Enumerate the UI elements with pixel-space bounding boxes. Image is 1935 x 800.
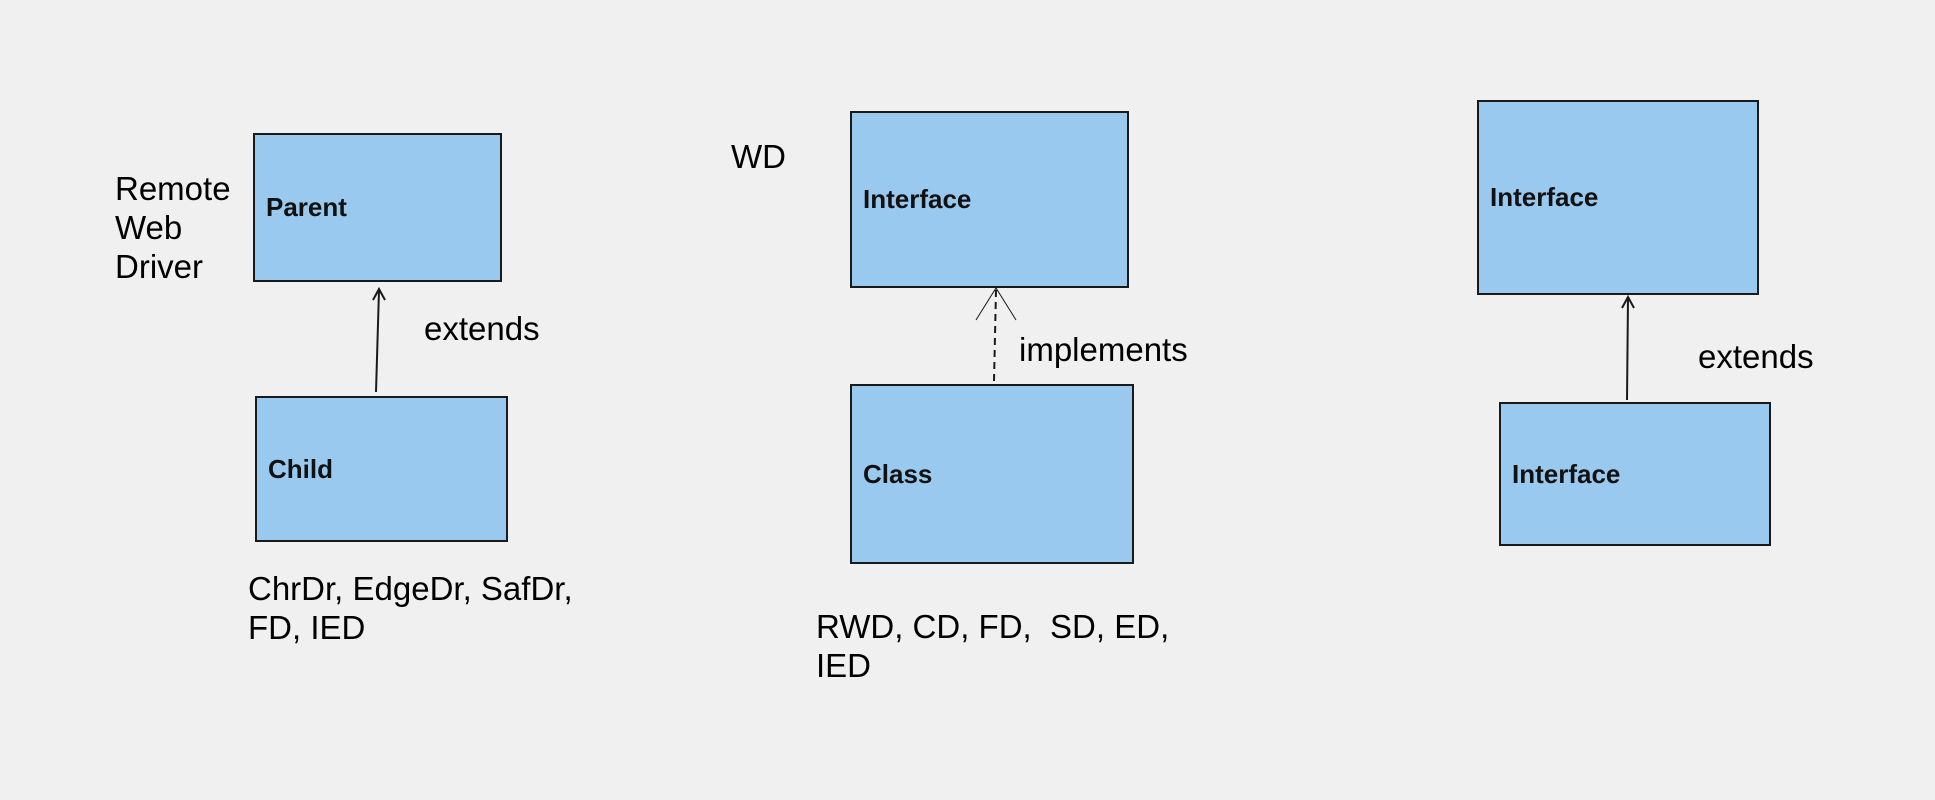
class-box: Class (850, 384, 1134, 564)
class-box-label: Class (863, 458, 933, 489)
implements-label: implements (1019, 331, 1188, 368)
parent-box-label: Parent (266, 192, 347, 222)
extends-label-right: extends (1698, 338, 1814, 375)
extends-arrow-left (372, 286, 386, 393)
side-label-line: Driver (115, 248, 203, 285)
implements-arrow (975, 287, 1017, 382)
wd-label: WD (731, 138, 786, 175)
class-implementations-label: RWD, CD, FD, SD, ED, IED (816, 607, 1169, 685)
footnote-line: FD, IED (248, 609, 366, 646)
footnote-line: IED (816, 647, 872, 684)
extends-label-left: extends (424, 310, 540, 347)
interface-box-label: Interface (863, 184, 972, 214)
side-label-line: Web (115, 209, 183, 246)
child-box: Child (255, 396, 508, 542)
parent-box: Parent (253, 133, 502, 282)
interface-box-label: Interface (1512, 458, 1621, 489)
interface-box-right-bottom: Interface (1499, 402, 1771, 546)
child-box-label: Child (268, 453, 333, 484)
interface-box-label: Interface (1490, 182, 1599, 212)
interface-box-right-top: Interface (1477, 100, 1759, 295)
side-label-line: Remote (115, 170, 231, 207)
footnote-line: RWD, CD, FD, SD, ED, (816, 608, 1170, 645)
interface-box-middle: Interface (850, 111, 1129, 288)
footnote-line: ChrDr, EdgeDr, SafDr, (248, 570, 573, 607)
remote-web-driver-label: Remote Web Driver (115, 169, 231, 286)
child-implementations-label: ChrDr, EdgeDr, SafDr, FD, IED (248, 569, 573, 647)
extends-arrow-right (1621, 294, 1635, 401)
